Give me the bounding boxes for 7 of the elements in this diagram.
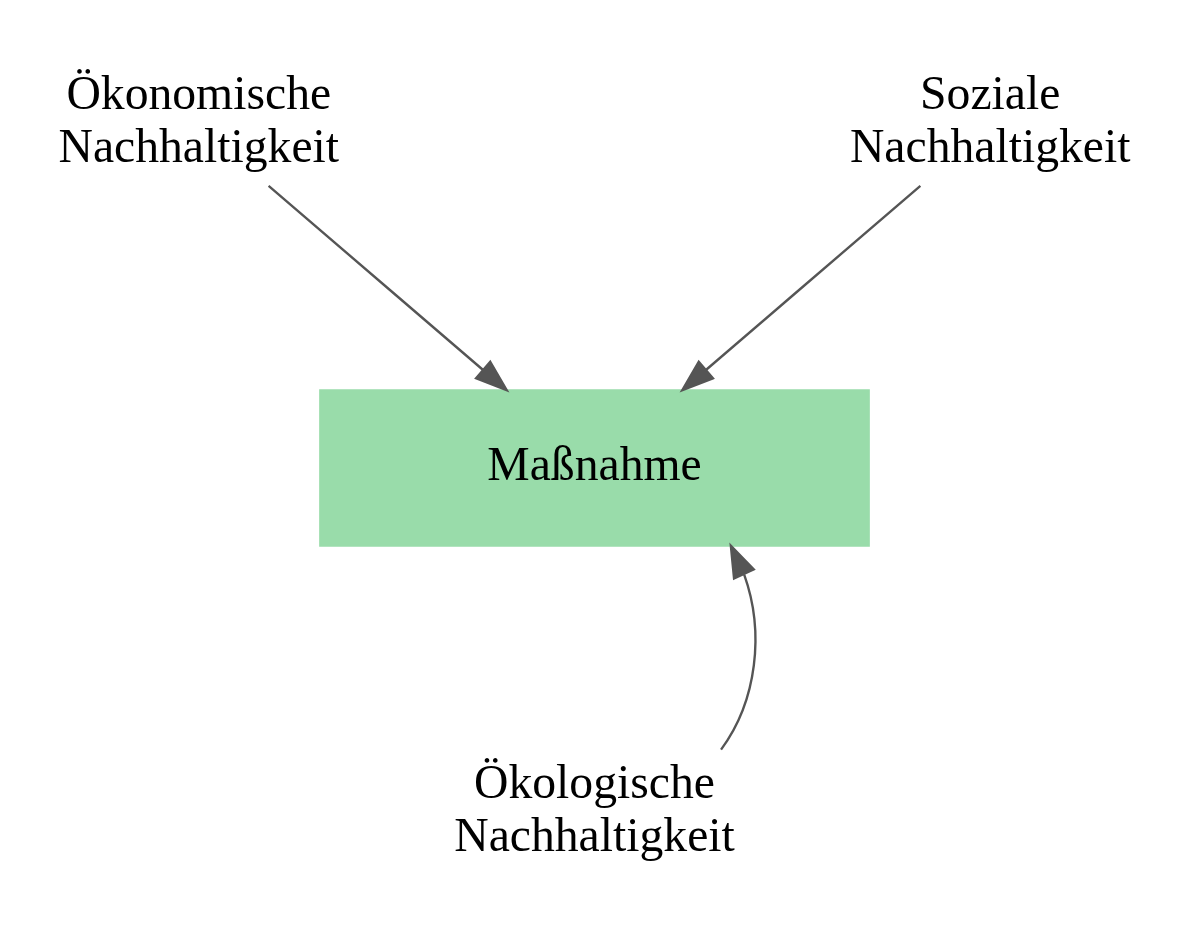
arrow bbox=[720, 542, 757, 750]
node-text: Soziale Nachhaltigkeit bbox=[849, 66, 1131, 172]
arrow bbox=[679, 184, 922, 393]
node-box: Maßnahme bbox=[319, 388, 870, 547]
arrow bbox=[267, 184, 510, 393]
node-text: Ökologische Nachhaltigkeit bbox=[454, 755, 735, 861]
node-text: Ökonomische Nachhaltigkeit bbox=[58, 66, 340, 172]
